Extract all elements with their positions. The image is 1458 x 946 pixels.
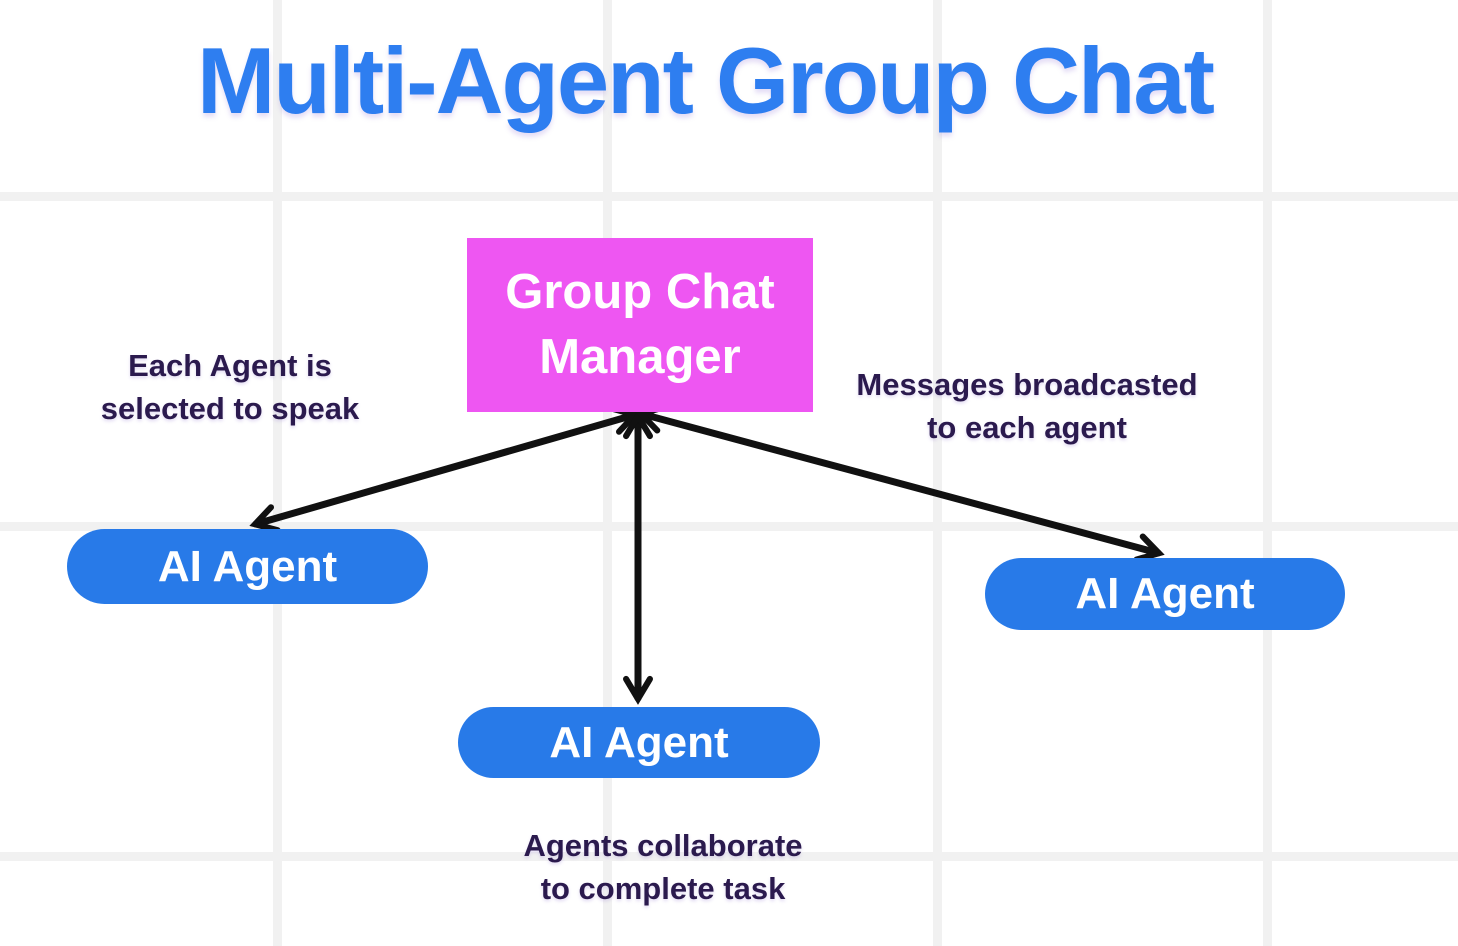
caption-line: to each agent xyxy=(927,410,1127,445)
caption-agents-collaborate: Agents collaborate to complete task xyxy=(463,824,863,910)
page-title: Multi-Agent Group Chat xyxy=(197,28,1215,133)
ai-agent-node-right: AI Agent xyxy=(985,558,1345,630)
caption-line: Agents collaborate xyxy=(523,828,803,863)
caption-line: to complete task xyxy=(540,871,786,906)
caption-line: Messages broadcasted xyxy=(856,367,1198,402)
ai-agent-node-left: AI Agent xyxy=(67,529,428,604)
group-chat-manager-node: Group Chat Manager xyxy=(467,238,813,412)
caption-line: selected to speak xyxy=(100,391,360,426)
arrow-manager-to-left-agent xyxy=(249,405,641,534)
caption-messages-broadcasted: Messages broadcasted to each agent xyxy=(827,363,1227,449)
caption-line: Each Agent is xyxy=(128,348,332,383)
ai-agent-node-middle: AI Agent xyxy=(458,707,820,778)
caption-selected-to-speak: Each Agent is selected to speak xyxy=(30,344,430,430)
